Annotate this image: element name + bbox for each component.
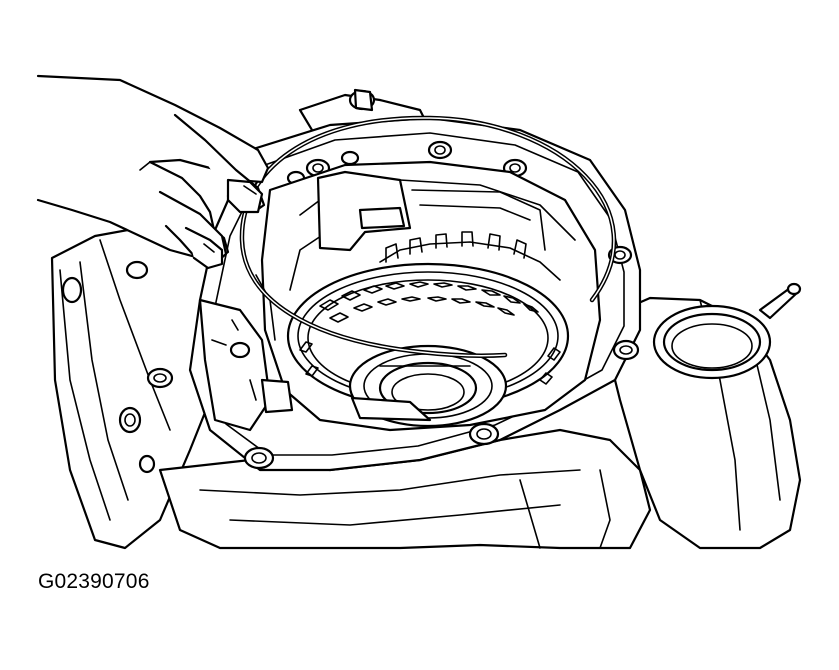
figure-id-label: G02390706 xyxy=(38,570,150,593)
friction-plate-teeth xyxy=(299,281,561,385)
transmission-case-illustration xyxy=(36,74,802,550)
clutch-drum xyxy=(260,160,602,432)
hand xyxy=(36,74,270,270)
flange-bolt-holes xyxy=(146,140,640,470)
case-webbing xyxy=(198,274,294,432)
